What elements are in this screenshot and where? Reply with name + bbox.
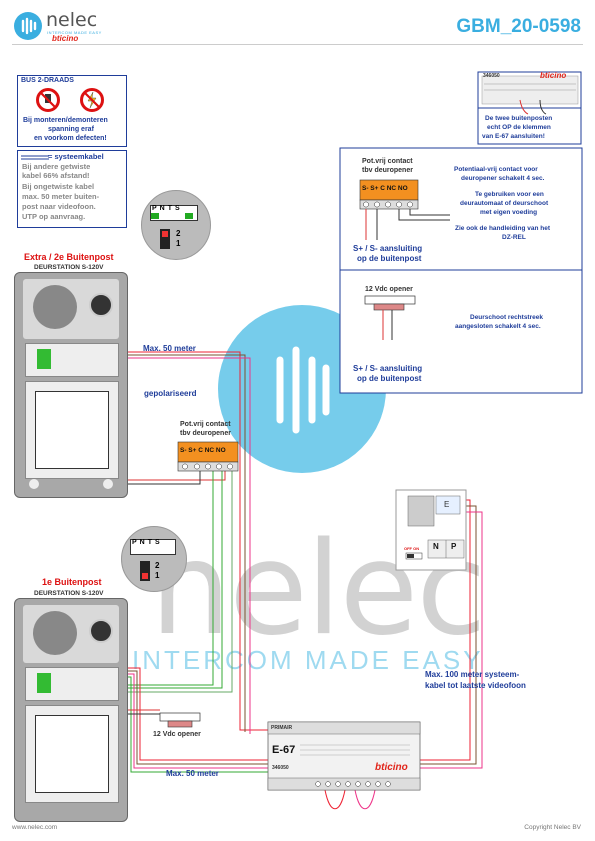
post1-housing: [14, 598, 128, 822]
cable-symbol-icon: [21, 155, 49, 160]
logo-icon: [14, 12, 42, 40]
cable-box: = systeemkabel Bij andere getwiste kabel…: [17, 150, 127, 228]
dip-top-jumper: [160, 229, 170, 249]
header-rule: [12, 44, 583, 45]
top-right-brand: bticino: [540, 71, 567, 80]
opener-bottom-label: 12 Vdc opener: [153, 731, 201, 738]
pot-contact-terminals: S- S+ C NC NO: [180, 447, 226, 454]
max100-line1: Max. 100 meter systeem-: [425, 670, 520, 679]
cable-line2: Bij andere getwiste: [22, 162, 91, 171]
e67-prim: PRIMAIR: [271, 725, 293, 731]
cable-line6: post naar videofoon.: [22, 202, 96, 211]
post1-speaker-icon: [33, 611, 77, 655]
info-note9: aangesloten schakelt 4 sec.: [455, 323, 541, 330]
gepolariseerd-label: gepolariseerd: [144, 389, 197, 398]
e67-brand: bticino: [375, 762, 408, 773]
dip-top-t: T: [167, 205, 176, 212]
pot-contact-title2: tbv deuropener: [180, 430, 231, 437]
post2-speaker-icon: [33, 285, 77, 329]
info-contact-title1: Pot.vrij contact: [362, 158, 413, 165]
info-note7: DZ-REL: [502, 234, 526, 241]
top-right-note1: De twee buitenposten: [485, 115, 553, 122]
dip-top-labels: PNTS: [152, 205, 183, 212]
info-conn2: op de buitenpost: [357, 254, 422, 263]
footer-left[interactable]: www.nelec.com: [12, 824, 58, 831]
max50-bottom-label: Max. 50 meter: [166, 769, 219, 778]
info-note5: met eigen voeding: [480, 209, 538, 216]
dip-bottom-labels: PNTS: [132, 539, 163, 546]
dip-top-n: N: [159, 205, 168, 212]
videophone-n: N: [433, 542, 439, 551]
info-note8: Deurschoot rechtstreek: [470, 314, 543, 321]
info-opener-label: 12 Vdc opener: [365, 286, 413, 293]
no-voltage-icon: [80, 88, 104, 112]
info-note4: deurautomaat of deurschoot: [460, 200, 549, 207]
logo-tagline: INTERCOM MADE EASY: [47, 30, 102, 35]
videophone-p: P: [451, 542, 457, 551]
cable-line7: UTP op aanvraag.: [22, 212, 86, 221]
e67-name: E-67: [272, 744, 296, 756]
dip-switch-top: PNTS 2 1: [141, 190, 211, 260]
logo-name: nelec: [46, 9, 98, 31]
post1-title: 1e Buitenpost: [42, 577, 102, 587]
warning-title: BUS 2-DRAADS: [21, 77, 74, 84]
dip-bottom-jumper: [140, 561, 150, 581]
post2-title: Extra / 2e Buitenpost: [24, 252, 114, 262]
max100-line2: kabel tot laatste videofoon: [425, 681, 526, 690]
info-note1: Potentiaal-vrij contact voor: [454, 166, 538, 173]
warning-line2: spanning eraf: [48, 126, 94, 133]
dip-bottom-pos1: 1: [155, 571, 160, 580]
post2-housing: [14, 272, 128, 498]
dip-bottom-p: P: [132, 539, 140, 546]
e67-code: 346050: [272, 765, 289, 771]
info-note6: Zie ook de handleiding van het: [455, 225, 550, 232]
dip-top-s: S: [175, 205, 183, 212]
dip-bottom-n: N: [139, 539, 148, 546]
cable-line1: = systeemkabel: [48, 152, 104, 161]
dip-bottom-t: T: [147, 539, 156, 546]
doc-code: GBM_20-0598: [456, 16, 581, 37]
watermark-tagline: INTERCOM MADE EASY: [132, 645, 484, 675]
cable-line4: Bij ongetwiste kabel: [22, 182, 95, 191]
top-right-note2: echt OP de klemmen: [487, 124, 551, 131]
pot-contact-title1: Pot.vrij contact: [180, 421, 231, 428]
post1-camera-icon: [89, 619, 113, 643]
dip-switch-bottom: PNTS 2 1: [121, 526, 187, 592]
dip-bottom-pos2: 2: [155, 561, 160, 570]
dip-top-pos2: 2: [176, 229, 181, 238]
warning-line3: en voorkom defecten!: [34, 135, 107, 142]
top-right-note3: van E-67 aansluiten!: [482, 133, 545, 140]
cable-line3: kabel 66% afstand!: [22, 171, 90, 180]
dip-bottom-s: S: [155, 539, 163, 546]
post1-model: DEURSTATION S-120V: [34, 590, 104, 597]
warning-line1: Bij monteren/demonteren: [23, 117, 108, 124]
post2-model: DEURSTATION S-120V: [34, 264, 104, 271]
info-conn1: S+ / S- aansluiting: [353, 244, 423, 253]
videophone-e: E: [444, 500, 450, 509]
max50-top-label: Max. 50 meter: [143, 344, 196, 353]
footer-right: Copyright Nelec BV: [524, 824, 581, 831]
info-contact-title2: tbv deuropener: [362, 167, 413, 174]
info-conn4: op de buitenpost: [357, 374, 422, 383]
info-conn3: S+ / S- aansluiting: [353, 364, 423, 373]
no-plug-icon: [36, 88, 60, 112]
dip-top-p: P: [152, 205, 160, 212]
info-note2: deuropener schakelt 4 sec.: [461, 175, 545, 182]
videophone-off: OFF ON: [404, 546, 420, 551]
logo-partner: bticino: [52, 34, 79, 43]
warning-box: BUS 2-DRAADS Bij monteren/demonteren spa…: [17, 75, 127, 147]
info-note3: Te gebruiken voor een: [475, 191, 544, 198]
info-terminals: S- S+ C NC NO: [362, 185, 408, 192]
top-right-code: 346050: [483, 73, 500, 79]
post2-camera-icon: [89, 293, 113, 317]
dip-top-pos1: 1: [176, 239, 181, 248]
cable-line5: max. 50 meter buiten-: [22, 192, 100, 201]
